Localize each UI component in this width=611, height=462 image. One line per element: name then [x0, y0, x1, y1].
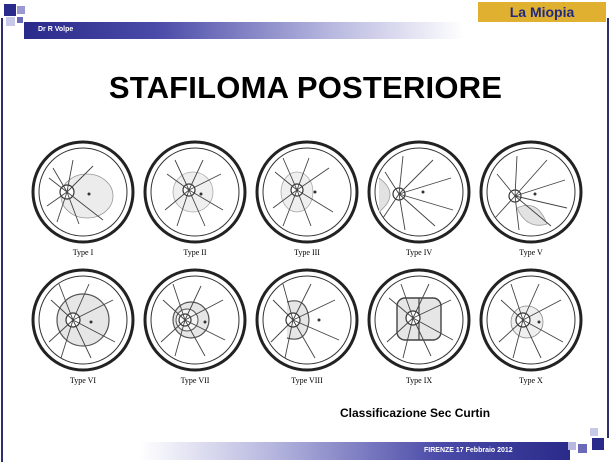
type-caption: Type VI	[69, 376, 97, 385]
fundus-cell: Type VIII	[251, 266, 363, 391]
type-caption: Type IX	[405, 376, 433, 385]
header-squares-decoration	[0, 0, 40, 40]
fundus-drawing	[31, 268, 135, 372]
slide-frame-left	[1, 18, 3, 462]
type-caption: Type IV	[405, 248, 433, 257]
fundus-drawing	[143, 140, 247, 244]
fundus-cell: Type I	[27, 138, 139, 263]
slide-frame-right	[607, 18, 609, 438]
type-caption: Type VII	[180, 376, 210, 385]
type-caption: Type VIII	[291, 376, 323, 385]
fundus-cell: Type IV	[363, 138, 475, 263]
footer-date: FIRENZE 17 Febbraio 2012	[424, 447, 513, 454]
slide-title: STAFILOMA POSTERIORE	[108, 70, 503, 105]
footer-squares-decoration	[568, 420, 611, 462]
type-caption: Type III	[294, 248, 320, 257]
type-caption: Type II	[183, 248, 207, 257]
fundus-drawing	[479, 140, 583, 244]
type-caption: Type I	[72, 248, 94, 257]
brand-title: La Miopia	[509, 4, 575, 20]
footer-bar	[140, 442, 570, 460]
fundus-drawing	[255, 140, 359, 244]
fundus-drawing	[143, 268, 247, 372]
author-label: Dr R Volpe	[38, 26, 74, 33]
fundus-drawing	[367, 140, 471, 244]
fundus-cell: Type II	[139, 138, 251, 263]
fundus-drawing	[31, 140, 135, 244]
fundus-cell: Type III	[251, 138, 363, 263]
brand-banner: La Miopia	[478, 2, 606, 22]
fundus-drawing	[367, 268, 471, 372]
fundus-drawing	[479, 268, 583, 372]
type-caption: Type X	[519, 376, 543, 385]
fundus-figure: Type I Type II Type III	[27, 138, 587, 388]
fundus-cell: Type VI	[27, 266, 139, 391]
type-caption: Type V	[519, 248, 543, 257]
header-bar	[24, 22, 464, 39]
fundus-cell: Type IX	[363, 266, 475, 391]
fundus-cell: Type X	[475, 266, 587, 391]
fundus-cell: Type V	[475, 138, 587, 263]
classification-credit: Classificazione Sec Curtin	[340, 406, 491, 420]
fundus-drawing	[255, 268, 359, 372]
fundus-cell: Type VII	[139, 266, 251, 391]
